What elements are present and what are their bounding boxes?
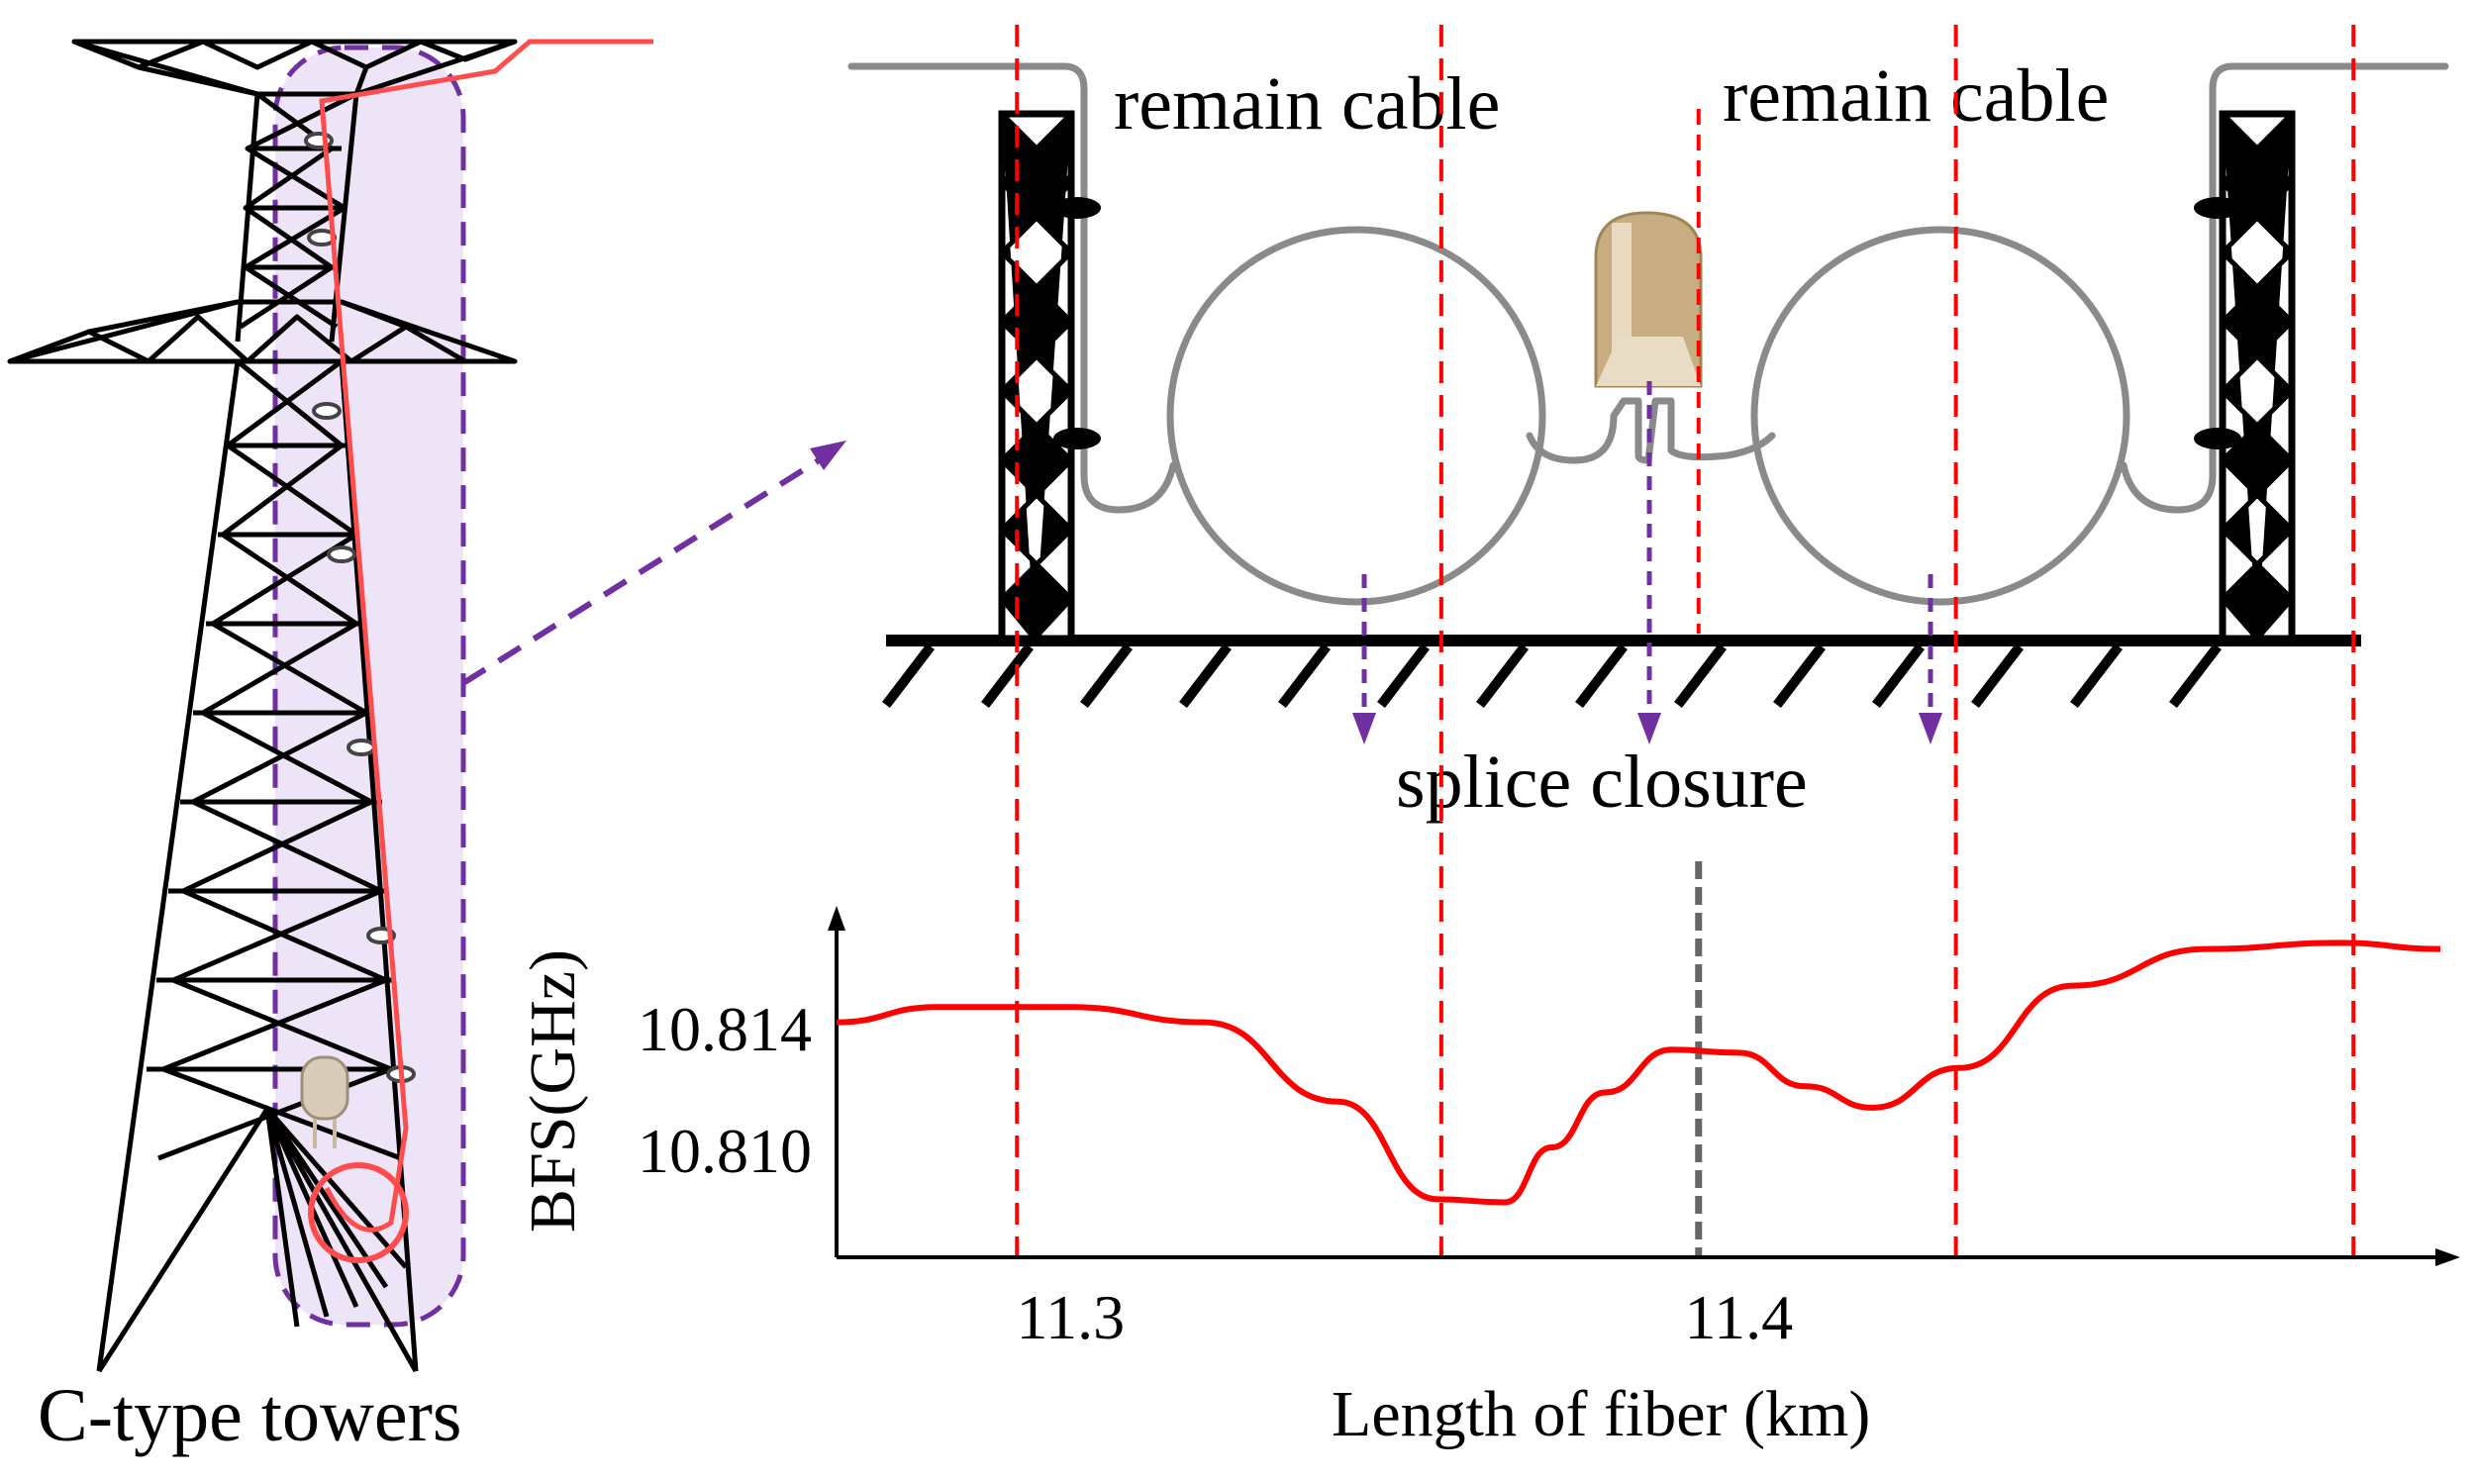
x-axis-title: Length of fiber (km)	[1332, 1378, 1870, 1450]
splice-closure-label: splice closure	[1396, 741, 1808, 824]
fiber-cable-on-tower	[319, 39, 653, 1233]
right-post	[2219, 110, 2296, 643]
remain-cable-label-right: remain cable	[1723, 54, 2109, 138]
tower-splice-closure-icon	[300, 1055, 349, 1148]
optical-cable	[847, 62, 2449, 606]
ground-hatching	[882, 643, 2222, 709]
x-axis-arrow	[2435, 1248, 2460, 1266]
left-post	[998, 110, 1075, 643]
bfs-trace	[836, 940, 2441, 1206]
callout-arrow-head	[810, 441, 846, 470]
purple-arrows	[1361, 381, 1933, 723]
x-tick-label: 11.4	[1684, 1282, 1793, 1352]
remain-cable-coil-on-tower	[308, 1162, 409, 1263]
transmission-tower-illustration: C-type towers	[7, 39, 846, 1457]
remain-cable-schematic: remain cable remain cable splice closure	[847, 54, 2449, 824]
y-tick-label: 10.810	[638, 1116, 812, 1186]
cable-clamps	[1053, 197, 2241, 449]
y-tick-label: 10.814	[638, 994, 812, 1064]
x-tick-label: 11.3	[1016, 1282, 1125, 1352]
purple-arrow-heads	[1352, 713, 1942, 744]
y-axis-arrow	[828, 906, 845, 931]
tower-caption: C-type towers	[38, 1374, 461, 1457]
y-axis-title: BFS(GHz)	[517, 949, 589, 1233]
remain-cable-label-left: remain cable	[1114, 62, 1500, 146]
splice-closure-icon	[1594, 211, 1703, 388]
callout-arrow	[461, 452, 829, 686]
bfs-chart: 10.814 10.810 11.3 11.4 Length of fiber …	[517, 25, 2460, 1450]
